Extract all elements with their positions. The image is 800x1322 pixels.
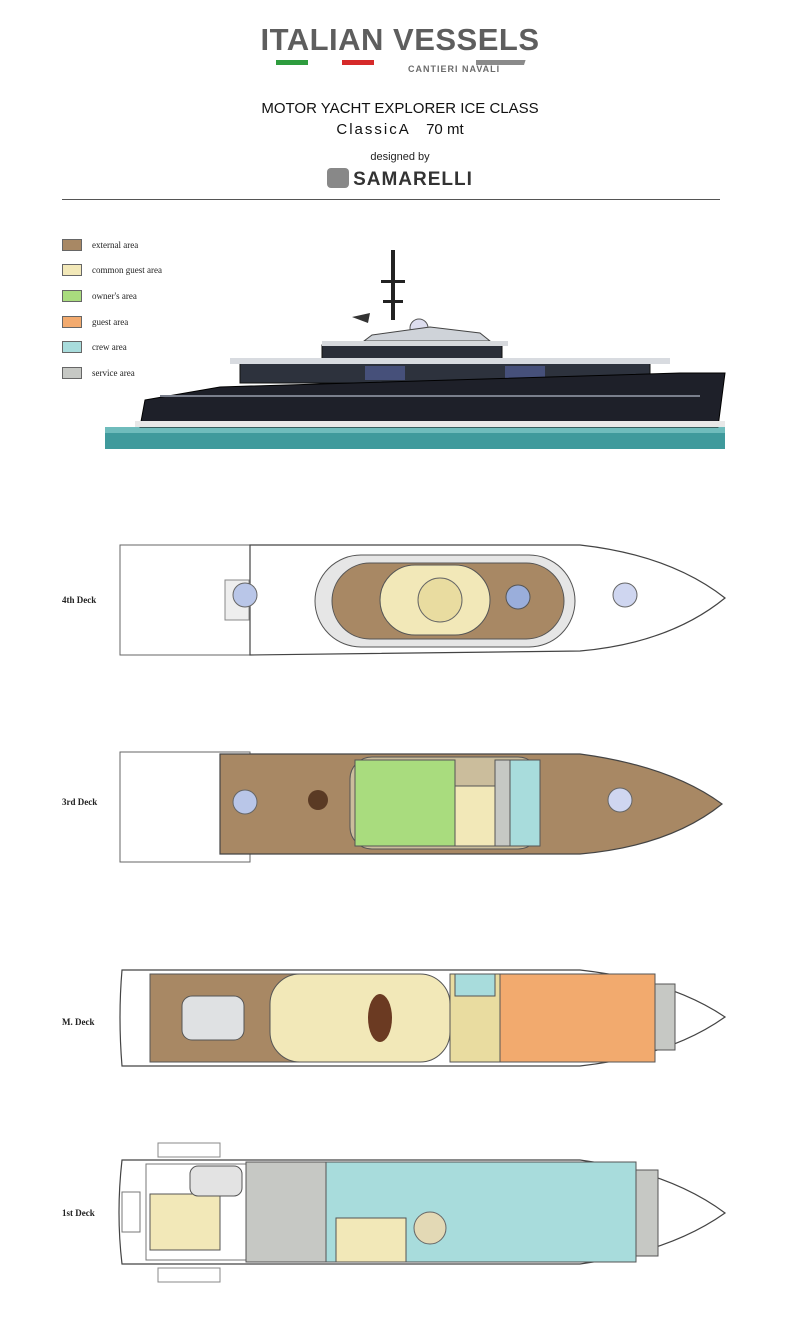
model-length: 70 mt — [426, 121, 464, 138]
legend-label: owner's area — [92, 291, 137, 301]
legend-swatch — [62, 341, 82, 353]
legend-swatch — [62, 239, 82, 251]
header-divider — [62, 199, 720, 200]
model-line: ClassicA 70 mt — [0, 121, 800, 138]
deck-label: M. Deck — [62, 1017, 95, 1027]
legend-label: external area — [92, 240, 139, 250]
legend-label: guest area — [92, 317, 129, 327]
legend-swatch — [62, 264, 82, 276]
legend-item: service area — [62, 366, 135, 380]
legend-item: common guest area — [62, 263, 162, 277]
deck-label: 4th Deck — [62, 595, 97, 605]
deck-label: 1st Deck — [62, 1208, 95, 1218]
deck-plan-main — [119, 969, 727, 1067]
deck-plan-4th — [119, 544, 726, 656]
deck-plan-1st — [118, 1142, 727, 1283]
model-name: ClassicA — [336, 121, 410, 138]
flag-stripe-icon — [276, 60, 526, 65]
designer-logo: SAMARELLI — [0, 168, 800, 191]
legend-label: service area — [92, 368, 135, 378]
brand-logo: ITALIAN VESSELS — [0, 22, 800, 58]
legend-label: crew area — [92, 342, 127, 352]
deck-plan-3rd — [119, 751, 723, 863]
legend-item: guest area — [62, 315, 128, 329]
legend-item: owner's area — [62, 289, 137, 303]
designer-emblem-icon — [327, 168, 350, 188]
designed-by-label: designed by — [370, 151, 430, 163]
designer-name: SAMARELLI — [353, 169, 473, 190]
yacht-side-profile — [105, 250, 726, 449]
legend-item: external area — [62, 238, 138, 252]
legend-item: crew area — [62, 340, 127, 354]
page-title: MOTOR YACHT EXPLORER ICE CLASS — [261, 100, 539, 117]
legend-label: common guest area — [92, 265, 162, 275]
legend-swatch — [62, 316, 82, 328]
legend-swatch — [62, 367, 82, 379]
legend-swatch — [62, 290, 82, 302]
brand-name: ITALIAN VESSELS — [260, 22, 540, 57]
deck-label: 3rd Deck — [62, 797, 98, 807]
brand-subtitle: CANTIERI NAVALI — [408, 64, 501, 74]
